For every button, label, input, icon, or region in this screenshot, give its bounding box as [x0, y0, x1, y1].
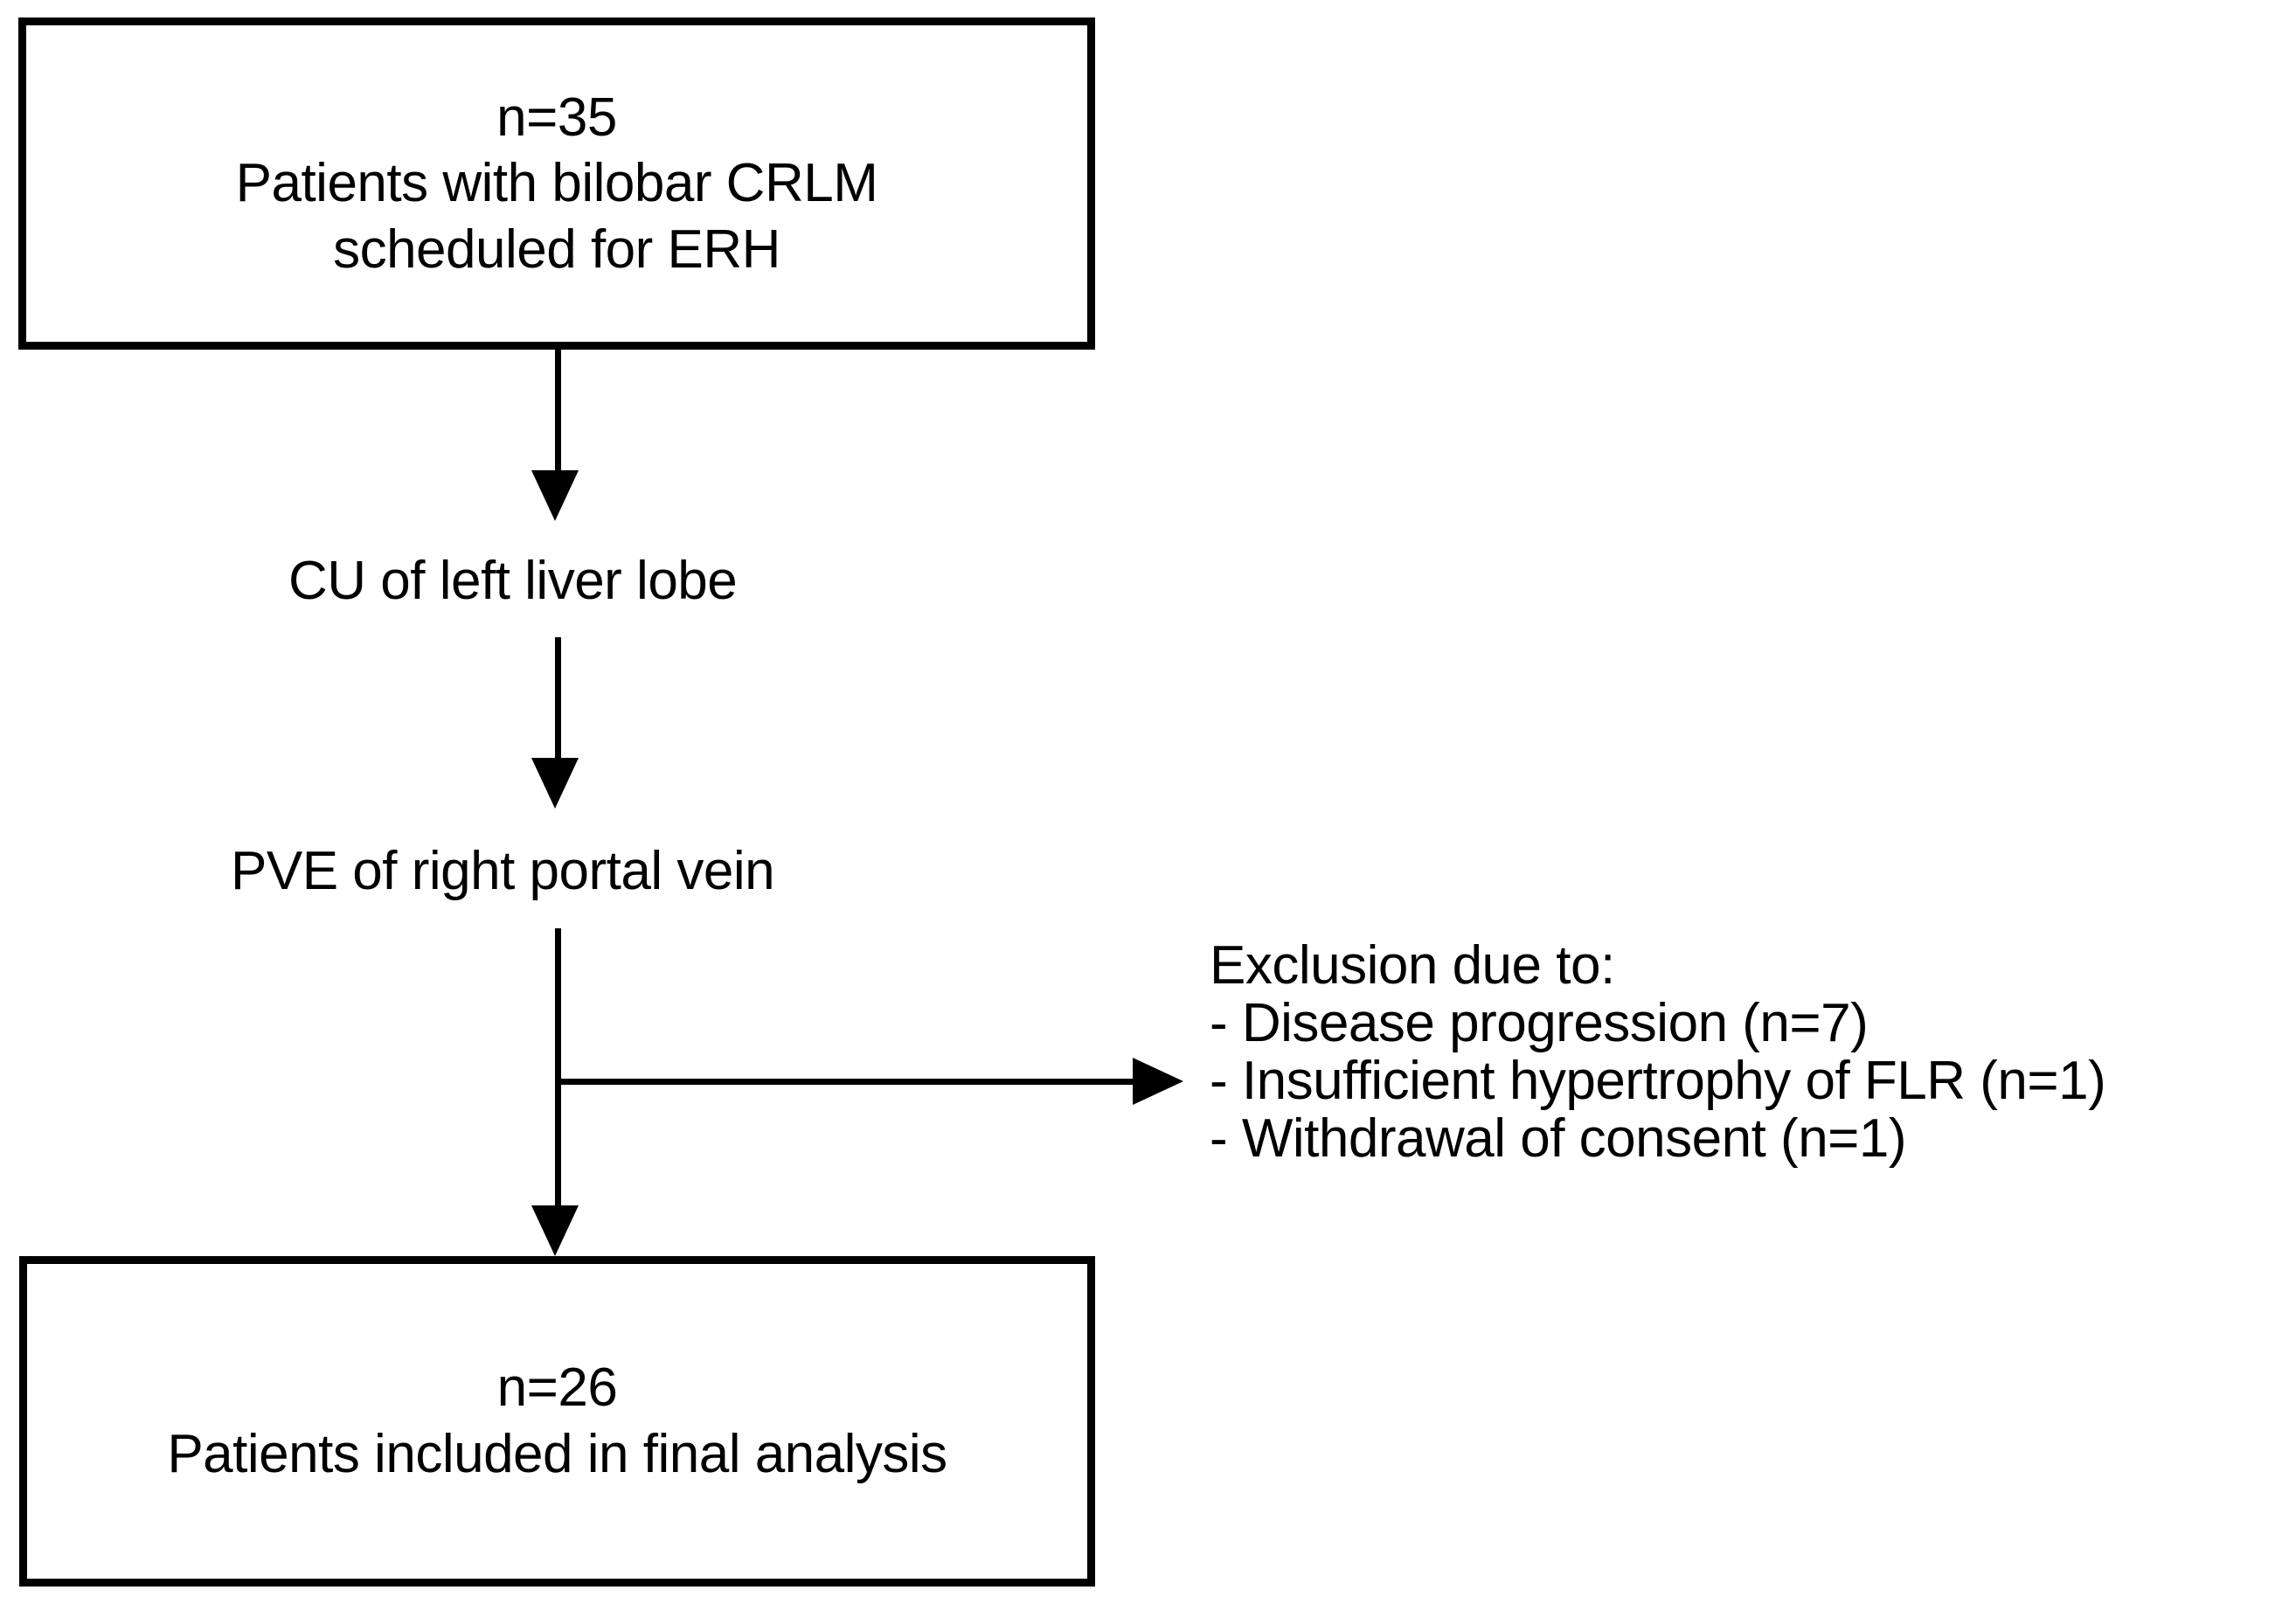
- enrolled-line-1: n=35: [496, 87, 617, 148]
- analysis-line-1: n=26: [496, 1357, 618, 1419]
- connector-enrolled-to-cu-arrowhead-icon: [531, 470, 579, 521]
- exclusion-block: Exclusion due to: - Disease progression …: [1210, 935, 2106, 1169]
- exclusion-item-insufficient-hypertrophy: - Insufficient hypertrophy of FLR (n=1): [1210, 1051, 2106, 1111]
- step-label-cu: CU of left liver lobe: [288, 551, 738, 611]
- exclusion-item-withdrawal-of-consent: - Withdrawal of consent (n=1): [1210, 1108, 1907, 1169]
- analysis-line-2: Patients included in final analysis: [167, 1424, 947, 1484]
- exclusion-item-disease-progression: - Disease progression (n=7): [1210, 993, 1869, 1053]
- connector-enrolled-to-cu-line: [555, 350, 561, 474]
- node-box-final-analysis: n=26 Patients included in final analysis: [19, 1256, 1095, 1587]
- node-box-enrolled: n=35 Patients with bilobar CRLM schedule…: [18, 17, 1095, 350]
- enrolled-line-3: scheduled for ERH: [333, 219, 780, 280]
- step-label-pve: PVE of right portal vein: [231, 841, 775, 901]
- connector-cu-to-pve-arrowhead-icon: [531, 758, 579, 809]
- connector-pve-to-analysis-line: [555, 928, 561, 1208]
- connector-exclusion-line: [558, 1079, 1134, 1085]
- connector-pve-to-analysis-arrowhead-icon: [531, 1205, 579, 1256]
- connector-cu-to-pve-line: [555, 637, 561, 761]
- connector-exclusion-arrowhead-icon: [1133, 1058, 1183, 1105]
- enrolled-line-2: Patients with bilobar CRLM: [235, 153, 878, 214]
- exclusion-heading: Exclusion due to:: [1210, 935, 1615, 996]
